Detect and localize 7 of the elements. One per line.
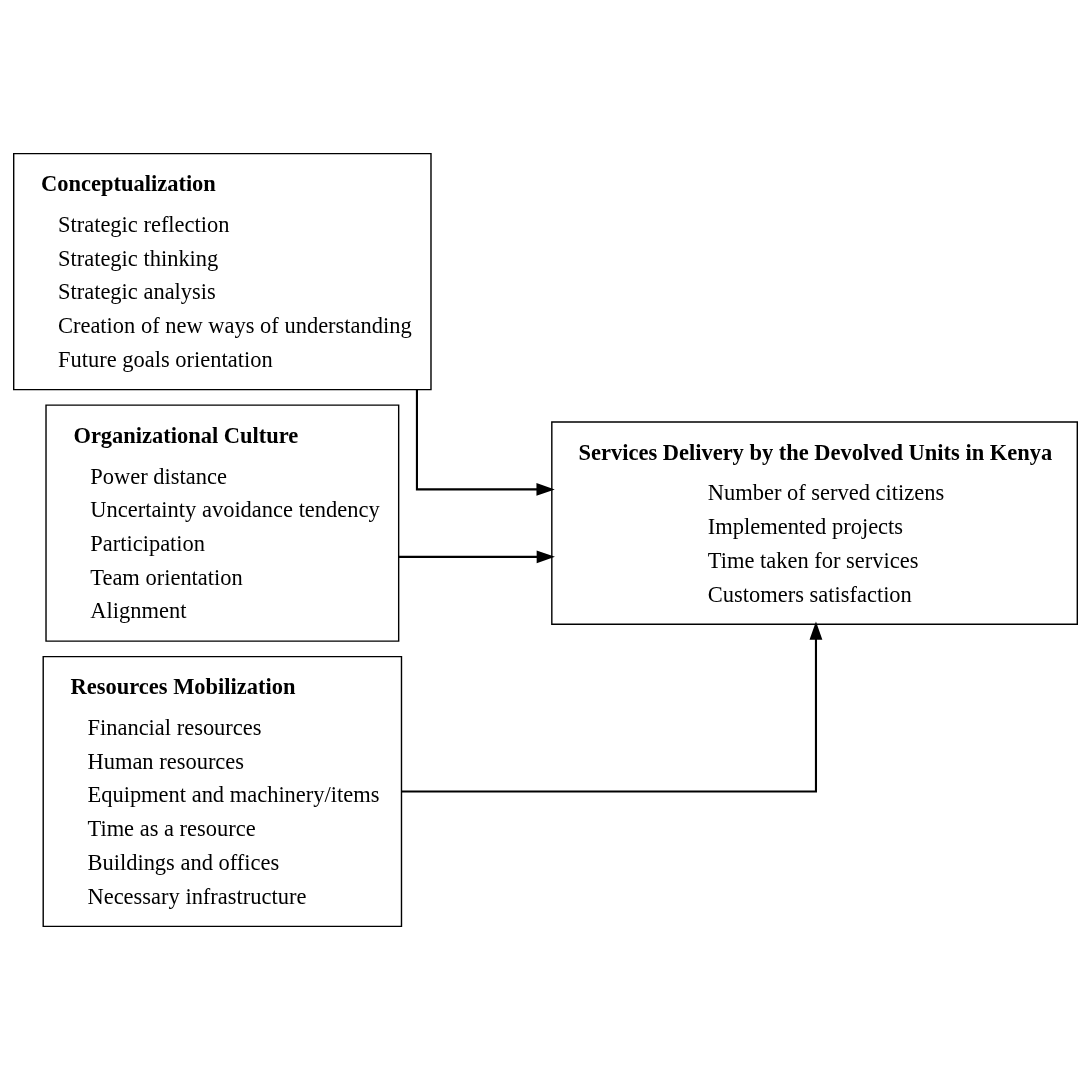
arrow	[398, 550, 555, 564]
node-box: Conceptualization Strategic reflection Strategic thinking Strategic analysis Creation of new ways of understanding Future goals orientation	[13, 152, 432, 391]
arrow	[415, 390, 555, 496]
arrow	[401, 621, 823, 793]
node-box: Services Delivery by the Devolved Units in Kenya Number of served citizens Implemented projects Time taken for services Customers satisfaction	[551, 421, 1078, 625]
node-box: Resources Mobilization Financial resources Human resources Equipment and machinery/items Time as a resource Buildings and offices Necessary infrastructure	[42, 655, 403, 928]
node-box: Organizational Culture Power distance Uncertainty avoidance tendency Participation Team orientation Alignment	[45, 404, 400, 642]
